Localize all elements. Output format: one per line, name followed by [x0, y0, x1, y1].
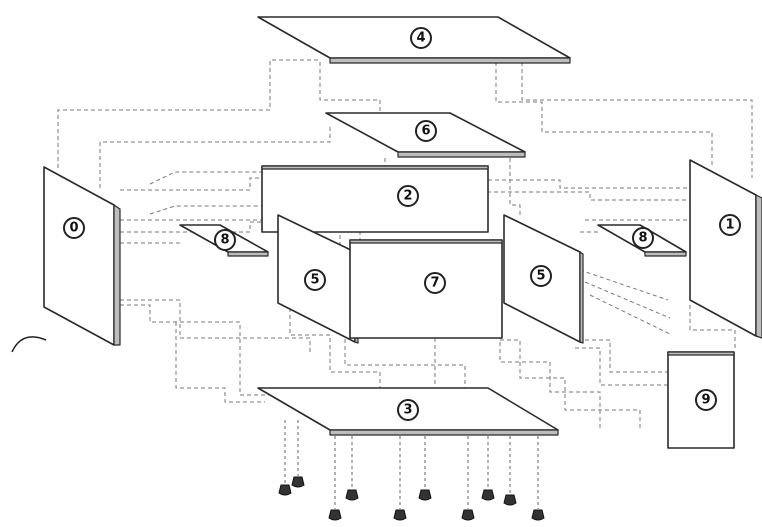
part-badge-8-left-label: 8	[220, 233, 229, 248]
foot-2	[328, 436, 342, 521]
part-2-back-panel	[261, 165, 489, 233]
foot-4	[393, 436, 407, 521]
part-badge-3-label: 3	[403, 403, 412, 418]
part-badge-1-label: 1	[725, 218, 734, 233]
part-0-left-side-panel	[43, 166, 121, 346]
decorative-arc	[11, 336, 47, 353]
part-badge-3: 3	[397, 399, 419, 421]
part-badge-2-label: 2	[403, 189, 412, 204]
foot-8	[531, 436, 545, 521]
part-badge-9: 9	[695, 389, 717, 411]
part-badge-5-right-label: 5	[536, 269, 545, 284]
part-1-right-side-panel	[689, 159, 762, 339]
part-badge-2: 2	[397, 185, 419, 207]
part-badge-8-right: 8	[632, 227, 654, 249]
part-badge-0-label: 0	[69, 221, 78, 236]
foot-5	[418, 436, 432, 501]
part-badge-8-right-label: 8	[638, 231, 647, 246]
part-badge-9-label: 9	[701, 393, 710, 408]
part-badge-7: 7	[424, 272, 446, 294]
part-badge-4-label: 4	[416, 31, 425, 46]
part-badge-7-label: 7	[430, 276, 439, 291]
foot-3	[345, 436, 359, 501]
part-badge-5-left: 5	[304, 269, 326, 291]
foot-1	[278, 420, 292, 496]
part-badge-5-left-label: 5	[310, 273, 319, 288]
foot-9	[291, 420, 305, 488]
part-badge-5-right: 5	[530, 265, 552, 287]
foot-7	[481, 436, 495, 501]
part-badge-6-label: 6	[421, 124, 430, 139]
foot-6	[461, 436, 475, 521]
part-badge-4: 4	[410, 27, 432, 49]
part-badge-8-left: 8	[214, 229, 236, 251]
foot-10	[503, 436, 517, 506]
part-badge-1: 1	[719, 214, 741, 236]
part-badge-6: 6	[415, 120, 437, 142]
part-badge-0: 0	[63, 217, 85, 239]
feet-group	[278, 420, 545, 521]
